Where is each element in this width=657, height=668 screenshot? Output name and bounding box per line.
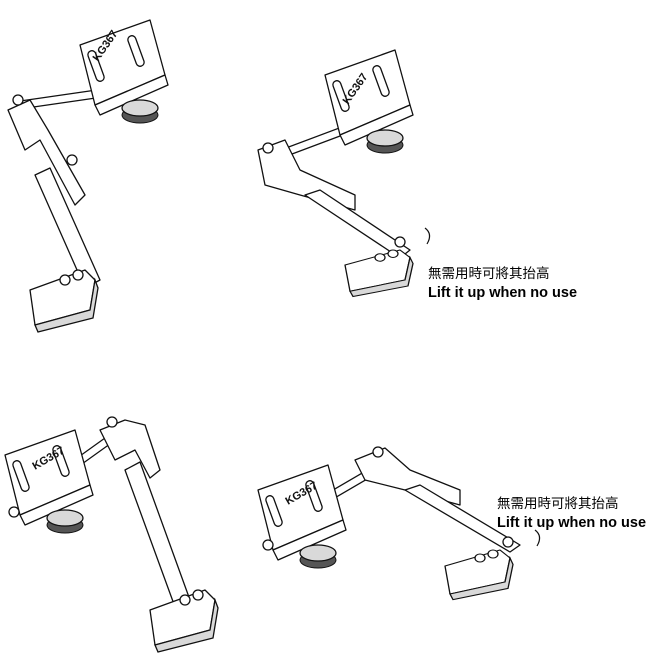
caption-chinese: 無需用時可將其抬高 (497, 496, 619, 512)
figure-2-lifted-position: KG367 (257, 49, 431, 298)
caption-bottom-right: 無需用時可將其抬高 Lift it up when no use (497, 492, 646, 531)
caption-chinese: 無需用時可將其抬高 (428, 266, 550, 282)
caption-english: Lift it up when no use (497, 515, 647, 531)
caption-top-right: 無需用時可將其抬高 Lift it up when no use (428, 262, 577, 301)
figure-3-standing-position: KG367 (4, 416, 219, 653)
caption-english: Lift it up when no use (428, 285, 578, 301)
figure-1-standing-position: KG367 (7, 19, 169, 333)
figure-4-lifted-position: KG367 (257, 446, 541, 601)
